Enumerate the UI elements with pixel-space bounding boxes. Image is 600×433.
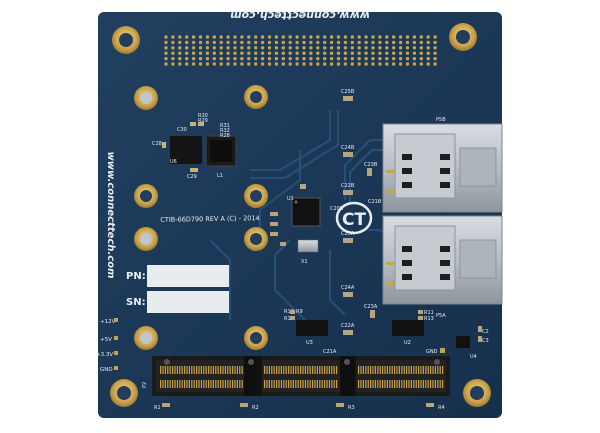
ic-u2 <box>392 320 424 336</box>
label-r2: R2 <box>252 405 259 411</box>
label-c21a: C21A <box>323 349 337 355</box>
pn-field <box>147 265 229 287</box>
label-r12: R12 <box>284 316 294 322</box>
pn-label: PN: <box>126 271 146 282</box>
label-c29: C29 <box>187 174 197 180</box>
sn-label: SN: <box>126 297 146 308</box>
power-label-12v: +12V <box>100 319 116 325</box>
label-r30: R30 <box>198 113 208 119</box>
label-l1: L1 <box>217 173 223 179</box>
url-side-text: www.connecttech.com <box>105 151 116 278</box>
label-r10: R10 <box>284 309 294 315</box>
label-r29: R29 <box>198 118 208 124</box>
label-r32: R32 <box>220 128 230 134</box>
label-r13: R13 <box>424 316 434 322</box>
label-p5b: P5B <box>436 117 446 123</box>
label-c21b: C21B <box>368 199 382 205</box>
power-labels: +12V +5V +3.3V GND <box>96 318 118 373</box>
label-c28: C28 <box>152 141 162 147</box>
power-label-gnd: GND <box>100 367 113 373</box>
sn-field <box>147 291 229 313</box>
label-p5a: P5A <box>436 313 446 319</box>
part-rev-text: CTIB-66D790 REV A (C) - 2014 <box>160 214 259 224</box>
label-u6: U6 <box>170 159 177 165</box>
crystal <box>297 239 319 253</box>
label-r28: R28 <box>220 133 230 139</box>
power-section <box>162 122 237 172</box>
label-r11: R11 <box>424 310 434 316</box>
label-r4: R4 <box>438 405 445 411</box>
url-top-text: www.connecttech.com <box>230 9 370 22</box>
ic-u4 <box>456 336 470 348</box>
bottom-connector <box>152 356 450 396</box>
label-c22a: C22A <box>341 323 355 329</box>
label-r31: R31 <box>220 123 230 129</box>
label-gnd-right: GND <box>426 349 438 355</box>
ct-logo: CT <box>335 201 373 235</box>
ic-u3 <box>296 320 328 336</box>
label-u1: U1 <box>287 196 294 202</box>
label-r3: R3 <box>348 405 355 411</box>
label-u2: U2 <box>404 340 411 346</box>
power-label-3v3: +3.3V <box>96 352 113 358</box>
copper-traces <box>209 110 391 321</box>
central-ic <box>291 197 321 227</box>
decoupling-caps <box>343 96 375 335</box>
label-c30: C30 <box>177 127 187 133</box>
label-x1: X1 <box>301 259 308 265</box>
label-r9: R9 <box>296 309 303 315</box>
label-c23b: C23B <box>364 162 378 168</box>
sim-holder-top <box>382 123 503 213</box>
label-u4: U4 <box>470 354 477 360</box>
label-c23a: C23A <box>364 304 378 310</box>
label-r1: R1 <box>154 405 161 411</box>
label-c2: C2 <box>482 329 489 335</box>
label-c3: C3 <box>482 338 489 344</box>
sim-holder-bottom <box>382 215 503 305</box>
standoff-pads <box>134 85 268 350</box>
label-c24b: C24B <box>341 145 355 151</box>
label-c24a: C24A <box>341 285 355 291</box>
label-c25b: C25B <box>341 89 355 95</box>
power-label-5v: +5V <box>100 337 112 343</box>
label-c22b: C22B <box>341 183 355 189</box>
label-p2: P2 <box>142 382 148 388</box>
label-u3: U3 <box>306 340 313 346</box>
label-c20b: C20B <box>330 206 344 212</box>
label-c25a: C25A <box>341 231 355 237</box>
header-pin-field <box>164 35 437 66</box>
svg-text:CT: CT <box>342 210 366 230</box>
